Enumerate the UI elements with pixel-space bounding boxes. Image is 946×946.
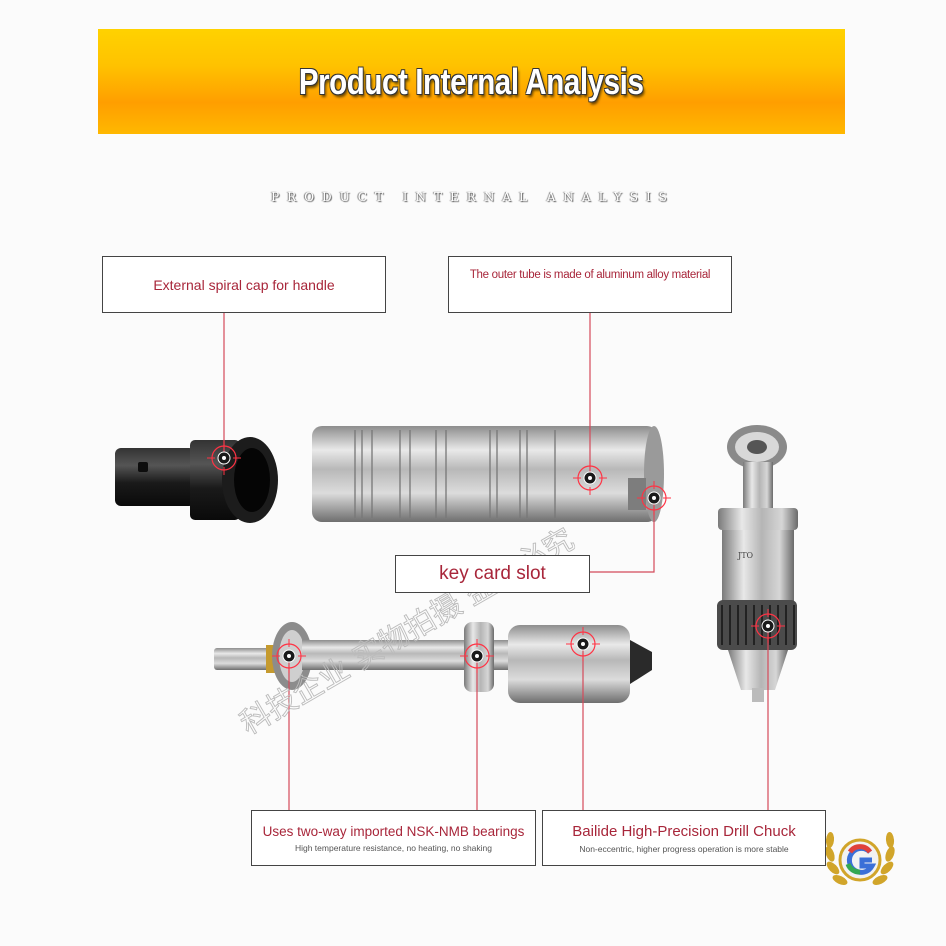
outer-tube-image (312, 426, 664, 522)
callout-bearings-desc: High temperature resistance, no heating,… (294, 842, 493, 853)
callout-key-slot-label: key card slot (439, 563, 546, 584)
callout-outer-tube: The outer tube is made of aluminum alloy… (448, 256, 732, 313)
laurel-gear-g-logo (825, 832, 895, 885)
callout-key-slot: key card slot (395, 555, 590, 593)
callout-bearings-title: Uses two-way imported NSK-NMB bearings (262, 823, 525, 839)
page-subtitle: PRODUCT INTERNAL ANALYSIS (271, 190, 675, 204)
header-banner: Product Internal Analysis (98, 29, 845, 134)
spiral-cap-image (115, 437, 278, 523)
callout-outer-tube-label: The outer tube is made of aluminum alloy… (469, 269, 711, 281)
vertical-chuck-image: JTO (717, 425, 798, 702)
leader-lines (223, 312, 769, 810)
callout-spiral-cap: External spiral cap for handle (102, 256, 386, 313)
page-title: Product Internal Analysis (299, 60, 644, 102)
callout-spiral-cap-label: External spiral cap for handle (153, 276, 335, 293)
chuck-brand-label: JTO (737, 551, 754, 560)
callout-chuck-desc: Non-eccentric, higher progress operation… (579, 843, 789, 854)
callout-chuck-title: Bailide High-Precision Drill Chuck (572, 822, 796, 840)
callout-bearings: Uses two-way imported NSK-NMB bearings H… (251, 810, 536, 866)
callout-chuck: Bailide High-Precision Drill Chuck Non-e… (542, 810, 826, 866)
